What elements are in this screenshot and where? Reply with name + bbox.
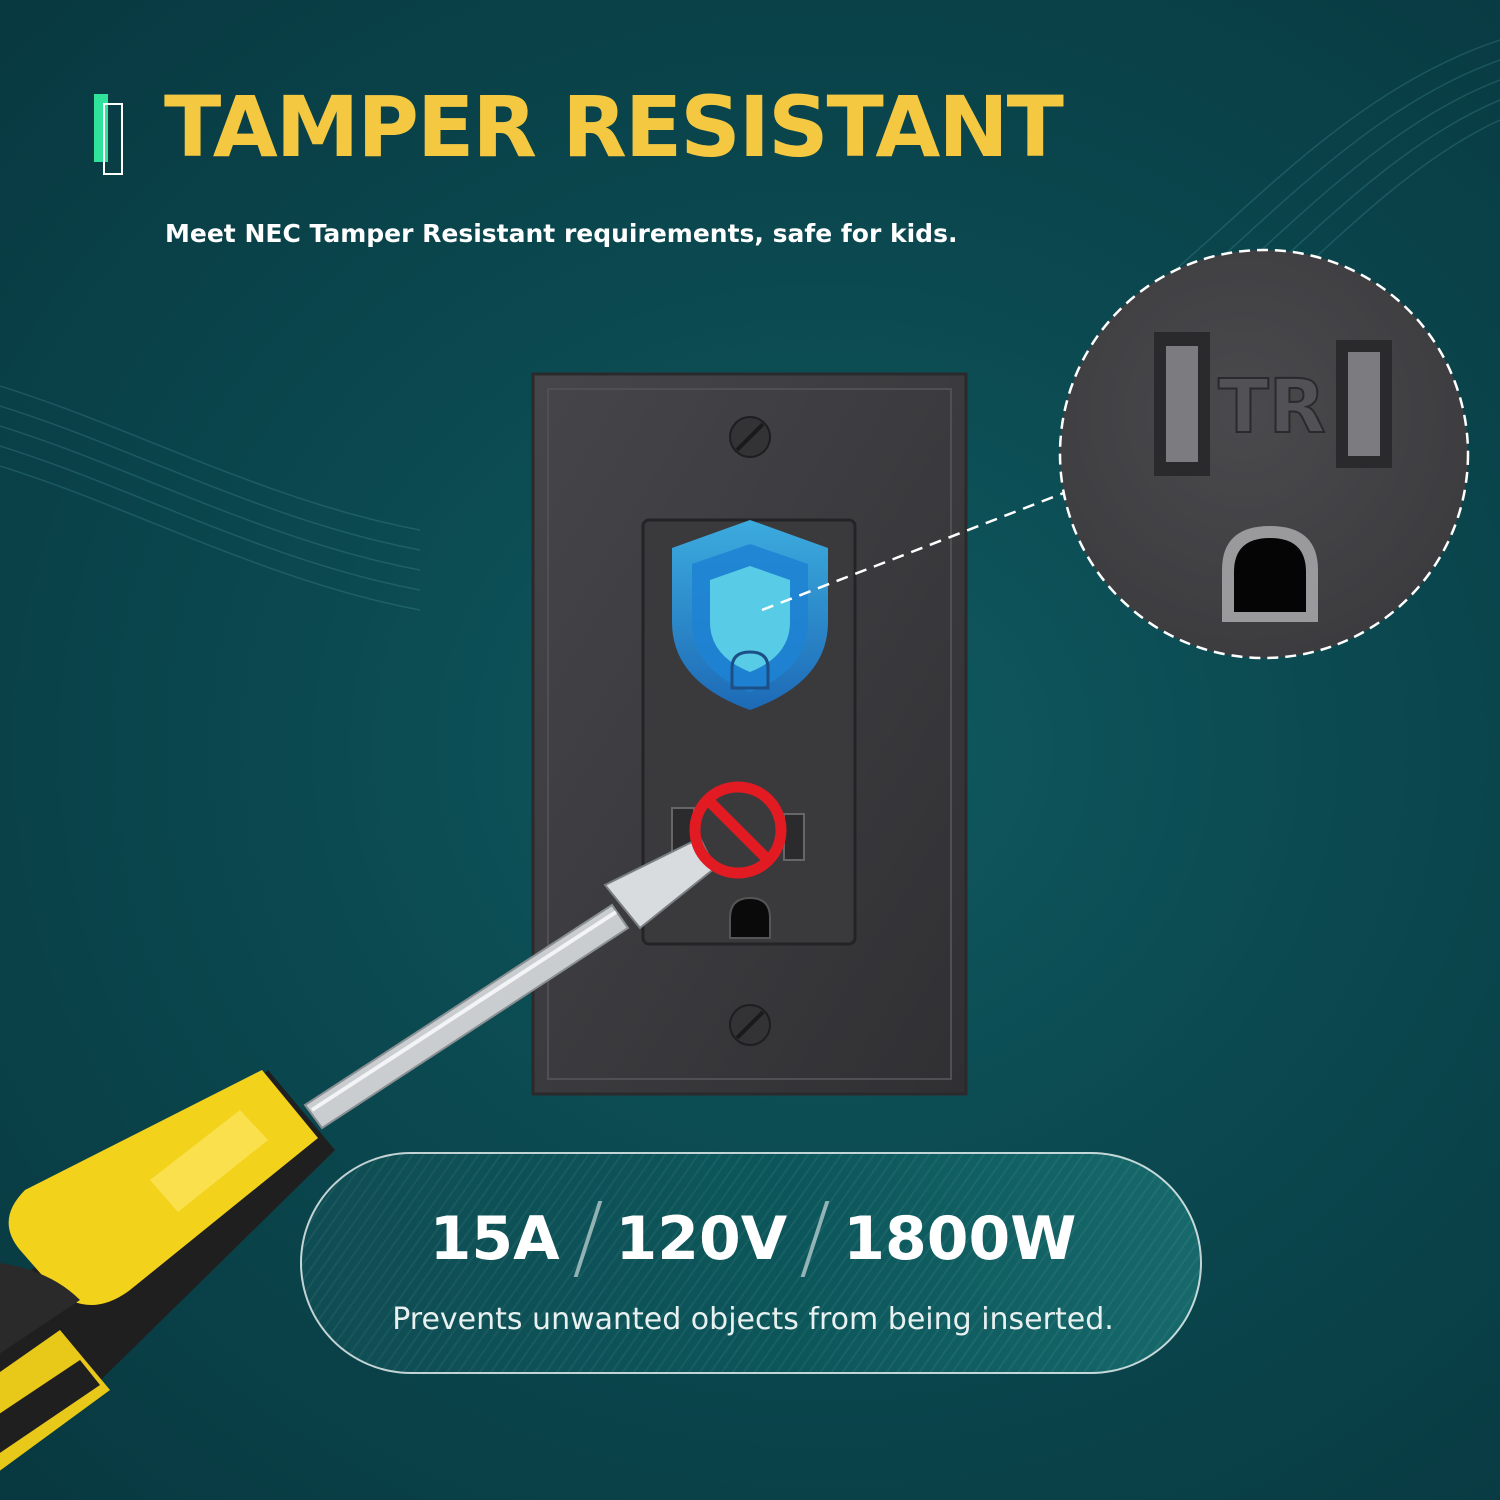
page-title: TAMPER RESISTANT xyxy=(164,78,1064,176)
shield-icon xyxy=(672,520,828,710)
accent-bar-icon xyxy=(94,94,123,175)
bottom-screw xyxy=(729,1004,771,1046)
spec-separator xyxy=(800,1201,830,1277)
right-slot xyxy=(1336,340,1392,468)
ground-hole xyxy=(1222,526,1318,622)
spec-power: 1800W xyxy=(843,1204,1077,1274)
spec-separator xyxy=(573,1201,602,1277)
top-screw xyxy=(729,416,771,458)
spec-current: 15A xyxy=(429,1204,560,1274)
zoom-inset: TR xyxy=(1058,248,1470,660)
spec-voltage: 120V xyxy=(615,1204,788,1274)
page-subtitle: Meet NEC Tamper Resistant requirements, … xyxy=(165,219,958,248)
spec-panel: 15A 120V 1800W Prevents unwanted objects… xyxy=(300,1152,1202,1374)
left-slot xyxy=(1154,332,1210,476)
spec-caption: Prevents unwanted objects from being ins… xyxy=(392,1302,1114,1337)
spec-row: 15A 120V 1800W xyxy=(302,1194,1204,1284)
tr-mark: TR xyxy=(1218,364,1325,450)
